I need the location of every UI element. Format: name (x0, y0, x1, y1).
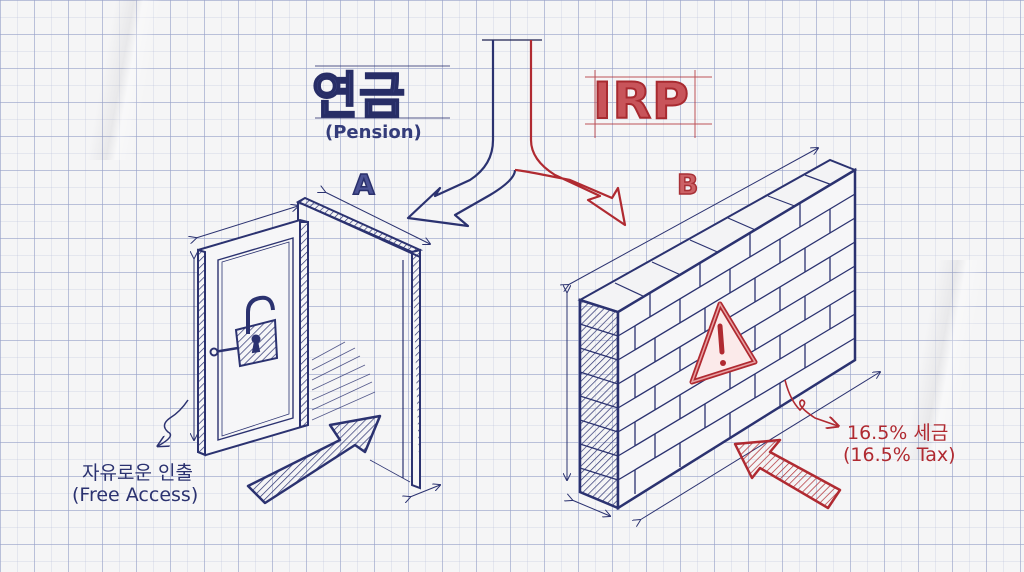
option-letter-b: B (676, 167, 699, 202)
tax-caption-korean: 16.5% 세금 (847, 422, 949, 444)
warning-triangle-icon (689, 301, 758, 385)
pension-title-korean: 연금 (311, 66, 406, 126)
pension-title-english: (Pension) (325, 122, 422, 143)
tax-caption-english: (16.5% Tax) (843, 444, 956, 466)
irp-guides (585, 70, 712, 138)
fork-arrow-icon (406, 39, 627, 228)
entry-arrow-blue (246, 414, 382, 505)
free-access-caption-korean: 자유로운 인출 (82, 462, 193, 484)
irp-title: IRP (592, 71, 690, 131)
unlocked-padlock-icon (209, 295, 279, 368)
entry-arrow-red (733, 438, 842, 510)
option-letter-a: A (352, 167, 375, 202)
caption-pointer-red (784, 379, 838, 426)
caption-pointer-blue (158, 399, 189, 446)
open-door-illustration (194, 192, 440, 497)
free-access-caption-english: (Free Access) (72, 484, 199, 506)
title-guides (315, 65, 450, 119)
